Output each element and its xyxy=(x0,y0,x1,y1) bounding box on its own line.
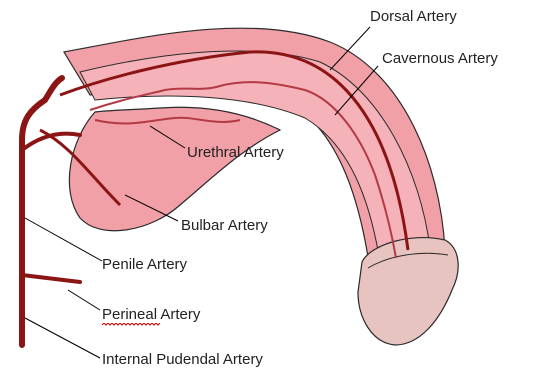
label-bulbar-artery: Bulbar Artery xyxy=(181,218,268,233)
label-perineal-artery: Perineal Artery xyxy=(102,307,200,322)
label-penile-artery: Penile Artery xyxy=(102,257,187,272)
glans xyxy=(358,238,458,345)
label-urethral-artery: Urethral Artery xyxy=(187,145,284,160)
perineal-artery-text: Perineal Artery xyxy=(102,306,200,323)
label-internal-pudendal-artery: Internal Pudendal Artery xyxy=(102,352,263,367)
label-cavernous-artery: Cavernous Artery xyxy=(382,51,498,66)
perineal-artery xyxy=(22,275,80,282)
spellcheck-underline xyxy=(102,323,160,327)
urethral-bulb xyxy=(69,107,280,231)
leader-internal-pudendal xyxy=(25,318,100,358)
penile-artery xyxy=(22,134,80,150)
label-dorsal-artery: Dorsal Artery xyxy=(370,9,457,24)
internal-pudendal-artery xyxy=(22,78,62,345)
leader-perineal xyxy=(68,290,100,310)
